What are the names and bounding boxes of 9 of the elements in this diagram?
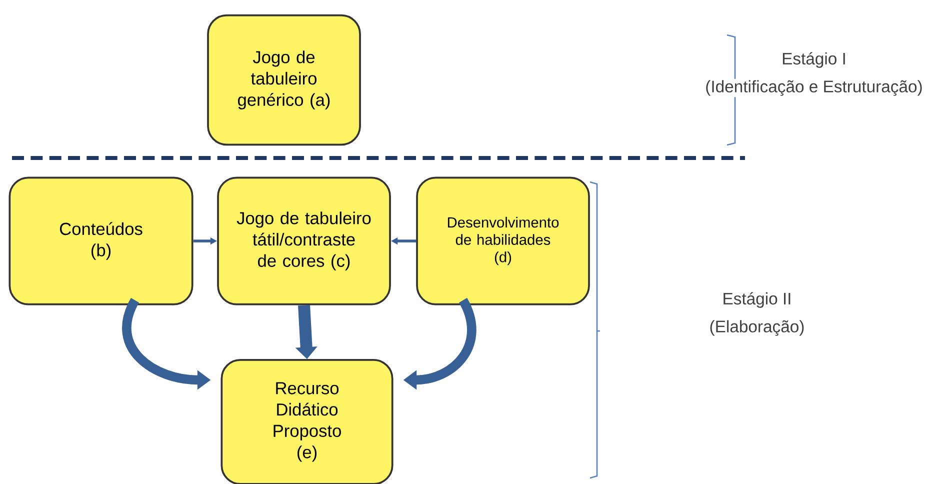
process-box: Jogo de tabuleiro genérico (a) xyxy=(207,14,361,146)
stage-label: Estágio II xyxy=(720,290,794,310)
process-box: Recurso Didático Proposto (e) xyxy=(220,359,394,484)
stage-label: (Elaboração) xyxy=(708,318,806,338)
process-box: Desenvolvimento de habilidades (d) xyxy=(416,176,590,306)
process-box: Conteúdos (b) xyxy=(8,176,194,306)
stage-label: Estágio I xyxy=(780,50,848,70)
process-box: Jogo de tabuleiro tátil/contraste de cores (c) xyxy=(217,176,391,306)
stage-label: (Identificação e Estruturação) xyxy=(704,78,924,98)
